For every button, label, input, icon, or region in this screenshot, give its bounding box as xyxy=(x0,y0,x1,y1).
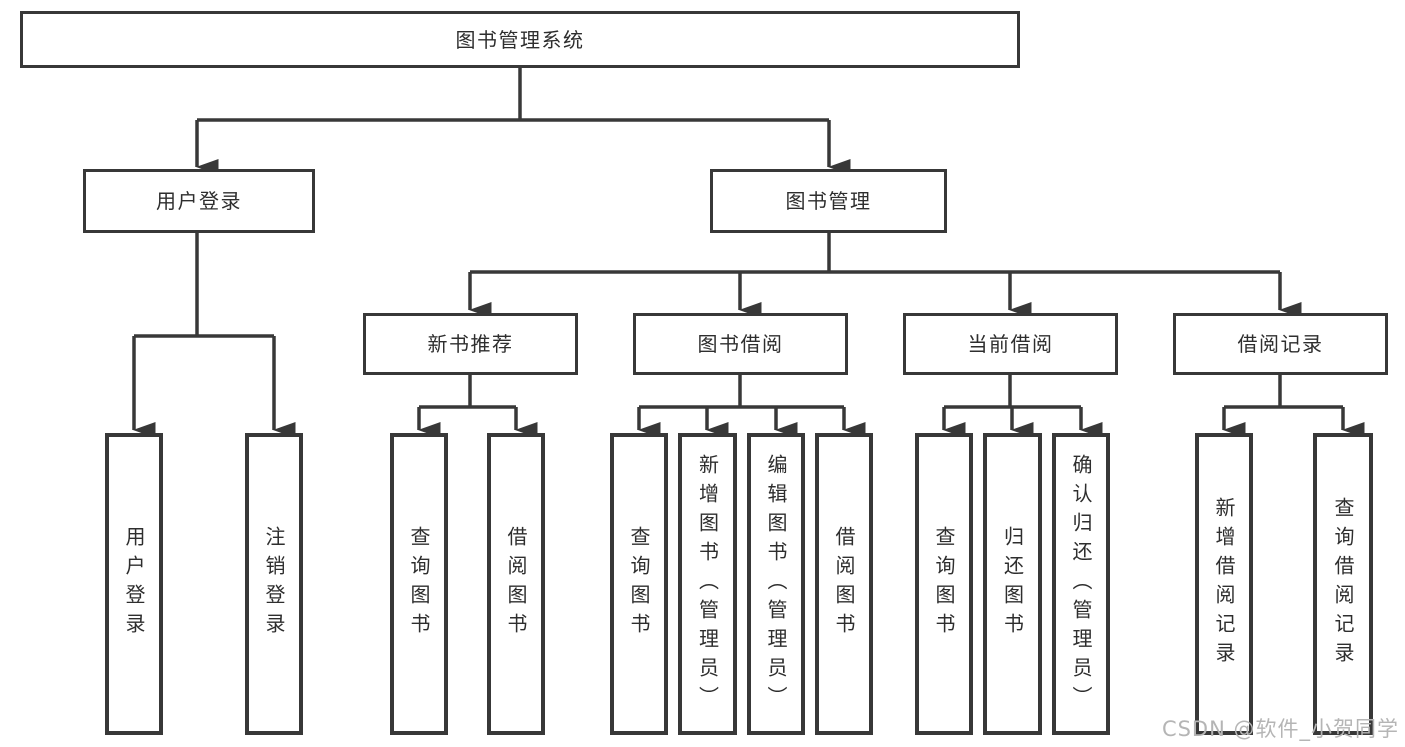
node-new-book-recommend: 新书推荐 xyxy=(363,313,578,375)
node-user-login: 用户登录 xyxy=(83,169,315,233)
leaf-query-books-borrow: 查询图书 xyxy=(610,433,668,735)
leaf-label: 新增借阅记录 xyxy=(1212,497,1236,671)
leaf-query-books-current: 查询图书 xyxy=(915,433,973,735)
leaf-label: 新增图书（管理员） xyxy=(695,453,720,715)
leaf-query-borrow-record: 查询借阅记录 xyxy=(1313,433,1373,735)
node-book-management: 图书管理 xyxy=(710,169,947,233)
node-book-borrow: 图书借阅 xyxy=(633,313,848,375)
node-root-system: 图书管理系统 xyxy=(20,11,1020,68)
leaf-label: 查询图书 xyxy=(932,526,956,642)
leaf-label: 查询借阅记录 xyxy=(1331,497,1355,671)
leaf-logout: 注销登录 xyxy=(245,433,303,735)
leaf-confirm-return-admin: 确认归还（管理员） xyxy=(1052,433,1110,735)
leaf-label: 归还图书 xyxy=(1000,526,1025,642)
leaf-return-books: 归还图书 xyxy=(983,433,1042,735)
edge-group xyxy=(132,67,1365,439)
leaf-label: 查询图书 xyxy=(407,526,431,642)
leaf-user-login: 用户登录 xyxy=(105,433,163,735)
leaf-add-borrow-record: 新增借阅记录 xyxy=(1195,433,1253,735)
leaf-edit-book-admin: 编辑图书（管理员） xyxy=(747,433,805,735)
leaf-label: 编辑图书（管理员） xyxy=(764,453,788,715)
leaf-label: 借阅图书 xyxy=(832,526,856,642)
csdn-watermark: CSDN @软件_小贺同学 xyxy=(1161,717,1399,741)
node-current-borrow: 当前借阅 xyxy=(903,313,1118,375)
leaf-label: 注销登录 xyxy=(262,526,286,642)
leaf-label: 确认归还（管理员） xyxy=(1069,453,1093,715)
leaf-label: 查询图书 xyxy=(627,526,651,642)
leaf-borrow-books-recommend: 借阅图书 xyxy=(487,433,545,735)
leaf-label: 借阅图书 xyxy=(504,526,528,642)
leaf-label: 用户登录 xyxy=(122,526,146,642)
leaf-add-book-admin: 新增图书（管理员） xyxy=(678,433,737,735)
leaf-borrow-books: 借阅图书 xyxy=(815,433,873,735)
leaf-query-books-recommend: 查询图书 xyxy=(390,433,448,735)
node-borrow-records: 借阅记录 xyxy=(1173,313,1388,375)
